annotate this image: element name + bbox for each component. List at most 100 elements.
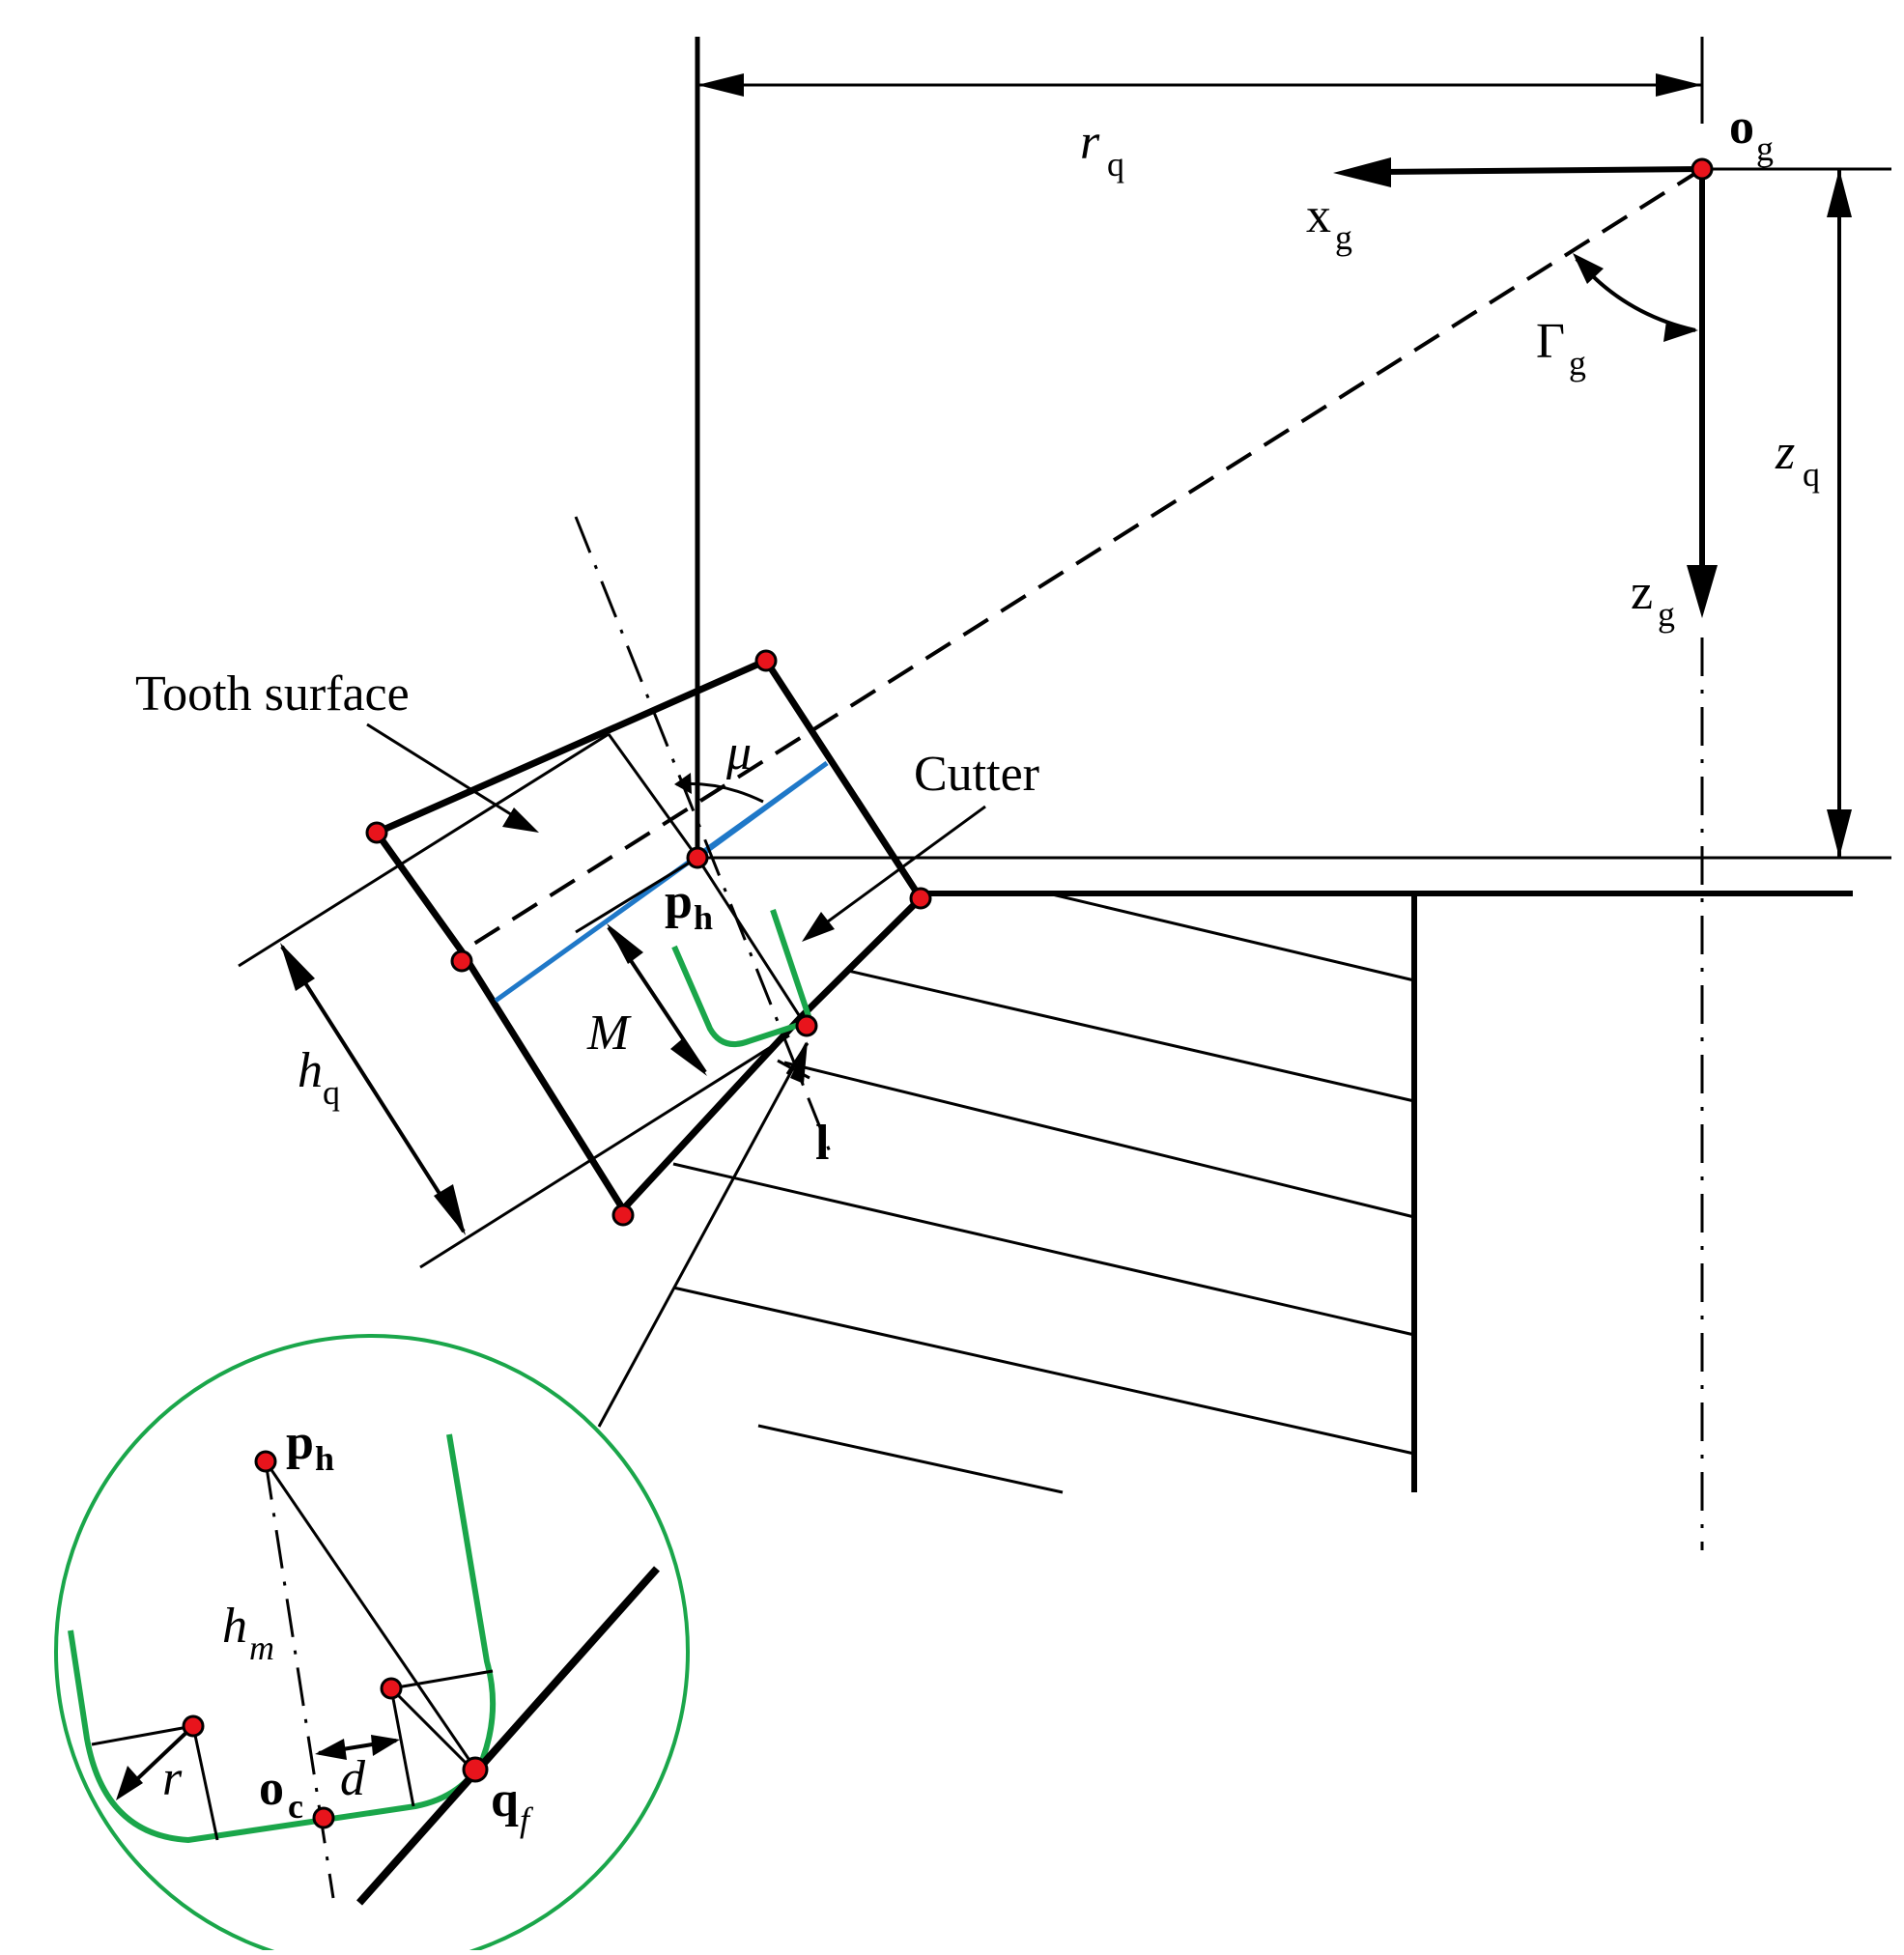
zg-arrow <box>1687 565 1718 618</box>
tool-axis <box>574 516 833 1155</box>
tooth-surface-callout: Tooth surface <box>135 666 539 833</box>
cutter-callout: Cutter <box>802 747 1039 942</box>
detail-points <box>182 1450 489 1829</box>
l-label: l <box>815 1116 829 1171</box>
detail-point-ph <box>254 1450 277 1473</box>
hq-dimension: h q <box>280 943 466 1235</box>
detail-tooth-flank <box>356 1566 660 1906</box>
point-og <box>1691 157 1714 181</box>
pitch-cone-line <box>460 167 1704 953</box>
detail-center-to-qf <box>389 1686 477 1774</box>
zg-label-sub: g <box>1658 595 1675 634</box>
xg-label-sub: g <box>1335 218 1352 257</box>
point-ph <box>686 846 709 869</box>
detail-d-label: d <box>340 1751 366 1806</box>
zq-label: z <box>1775 425 1795 480</box>
detail-point-oc <box>312 1806 335 1829</box>
frame-lines <box>695 37 1891 860</box>
mu-arrow <box>674 773 692 794</box>
qf-label: q <box>491 1772 519 1828</box>
mu-angle: μ <box>674 725 764 804</box>
cutter-leader-arrow <box>802 912 835 942</box>
zq-dimension: z q <box>1775 169 1852 858</box>
hatch-1 <box>1047 892 1415 982</box>
dashed-cone-line <box>460 167 1704 953</box>
og-label: o <box>1729 99 1754 155</box>
qf-label-sub: f <box>520 1800 534 1839</box>
detail-cutter-profile <box>68 1433 497 1844</box>
detail-point-r-center <box>182 1714 205 1738</box>
xg-label: x <box>1306 188 1331 243</box>
gamma-arrow-top <box>1573 253 1604 284</box>
rq-arrow-left <box>697 73 744 97</box>
M-reference-line <box>575 856 698 934</box>
og-label-sub: g <box>1756 129 1774 168</box>
hq-arrow-bottom <box>434 1184 466 1235</box>
cutter-green-profile-left <box>671 945 803 1047</box>
zg-label: z <box>1631 565 1653 620</box>
mu-label: μ <box>725 725 752 780</box>
rq-label-sub: q <box>1107 145 1124 184</box>
M-dimension: M <box>586 923 707 1076</box>
rq-label: r <box>1080 115 1100 170</box>
tooth-outline <box>374 657 924 1213</box>
gear-blank <box>672 891 1853 1494</box>
zq-arrow-top <box>1827 169 1852 217</box>
hq-label: h <box>298 1043 323 1098</box>
hq-label-sub: q <box>323 1073 340 1112</box>
detail-circle <box>54 1334 690 1955</box>
detail-view: p h h m r d o c q f <box>54 1334 690 1955</box>
oc-label: o <box>259 1761 284 1816</box>
ph-to-contact-line <box>696 857 811 1033</box>
ph-label-sub: h <box>694 898 713 937</box>
detail-ph-to-qf <box>264 1460 481 1775</box>
cutter-leader <box>812 805 986 934</box>
gamma-label: Γ <box>1536 314 1565 369</box>
detail-leader-arrow <box>790 1041 808 1084</box>
detail-ph-label-sub: h <box>315 1439 334 1478</box>
hatch-5 <box>672 1286 1415 1456</box>
gamma-arrow-right <box>1663 321 1698 342</box>
detail-r-arrow <box>116 1766 143 1800</box>
point-tooth-right <box>909 887 932 910</box>
rq-dimension: r q <box>697 73 1702 184</box>
detail-cutter-axis <box>264 1460 335 1899</box>
tooth-surface-label: Tooth surface <box>135 666 410 722</box>
tooth-surface-leader-arrow <box>502 808 539 833</box>
tooth-body <box>238 657 924 1269</box>
detail-r-radius-line <box>191 1725 219 1841</box>
detail-ph-label: p <box>286 1415 314 1470</box>
detail-r-label: r <box>162 1751 183 1806</box>
hatch-6 <box>757 1424 1064 1494</box>
xg-arrow <box>1333 157 1391 187</box>
blue-tooth-surface-line-upper <box>696 760 829 861</box>
hatch-3 <box>783 1061 1415 1219</box>
cutter-green-profile-right <box>770 909 812 1020</box>
xg-axis <box>1380 166 1703 175</box>
detail-d-arrow-right <box>371 1735 400 1756</box>
hm-label: h <box>222 1599 247 1654</box>
rq-arrow-right <box>1656 73 1702 97</box>
point-tooth-left <box>365 821 388 844</box>
ph-label-group: p h <box>665 874 713 937</box>
detail-r-ref-line <box>91 1724 194 1746</box>
cutter-label: Cutter <box>914 747 1039 802</box>
M-arrow-top <box>607 923 643 964</box>
M-label: M <box>586 1006 632 1061</box>
tooth-section-line <box>607 733 699 859</box>
detail-point-d-center <box>380 1677 403 1700</box>
point-contact <box>795 1014 818 1037</box>
detail-leader-1 <box>597 1042 809 1428</box>
tooth-surface-lines <box>494 760 829 1004</box>
detail-point-qf <box>462 1756 489 1783</box>
og-axes: o g x g z g <box>1306 99 1774 1550</box>
detail-d-ref-line <box>390 1669 494 1690</box>
tooth-root-edge <box>620 1013 805 1212</box>
cutter-axis-centerline <box>574 516 833 1155</box>
M-arrow-bottom <box>670 1037 707 1076</box>
hq-dimension-line <box>280 945 466 1233</box>
hq-extension-bottom <box>419 1034 790 1269</box>
detail-leader-lines <box>597 1041 809 1428</box>
